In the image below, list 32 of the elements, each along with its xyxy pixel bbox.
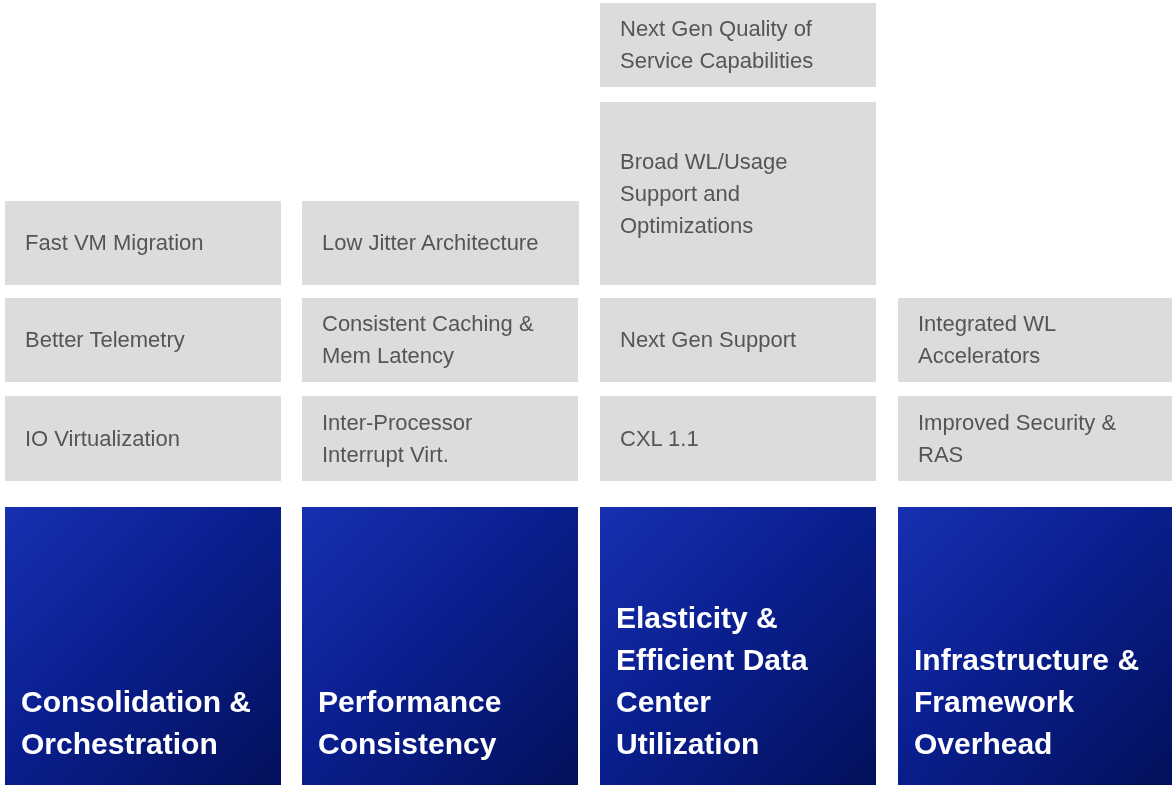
category-title: Consolidation & Orchestration — [21, 684, 252, 762]
feature-label: IO Virtualization — [25, 424, 180, 453]
feature-label: CXL 1.1 — [620, 424, 699, 453]
feature-box — [302, 298, 578, 382]
feature-box — [302, 201, 579, 285]
feature-box — [600, 298, 876, 382]
category-panel — [5, 507, 281, 785]
feature-label: Better Telemetry — [25, 326, 185, 354]
category-panel — [600, 507, 876, 785]
feature-label: Consistent Caching & Mem Latency — [322, 310, 535, 370]
category-title: Infrastructure & Framework Overhead — [914, 642, 1141, 762]
feature-label: Broad WL/Usage Support and Optimizations — [620, 148, 789, 240]
category-title: Performance Consistency — [318, 684, 503, 762]
category-panel — [898, 507, 1172, 785]
feature-box — [302, 396, 578, 481]
feature-label: Integrated WL Accelerators — [918, 310, 1057, 370]
feature-box — [5, 298, 281, 382]
feature-box — [5, 201, 281, 285]
feature-label: Inter-Processor Interrupt Virt. — [322, 408, 474, 469]
category-title: Elasticity & Efficient Data Center Utilization — [616, 600, 809, 762]
feature-box — [600, 396, 876, 481]
feature-label: Low Jitter Architecture — [322, 229, 539, 257]
feature-label: Next Gen Quality of Service Capabilities — [620, 15, 815, 75]
feature-box — [5, 396, 281, 481]
feature-label: Fast VM Migration — [25, 229, 204, 257]
feature-box — [898, 298, 1172, 382]
feature-box — [600, 102, 876, 285]
feature-label: Improved Security & RAS — [918, 408, 1118, 469]
feature-box — [600, 3, 876, 87]
category-panel — [302, 507, 578, 785]
feature-box — [898, 396, 1172, 481]
feature-label: Next Gen Support — [620, 326, 797, 354]
